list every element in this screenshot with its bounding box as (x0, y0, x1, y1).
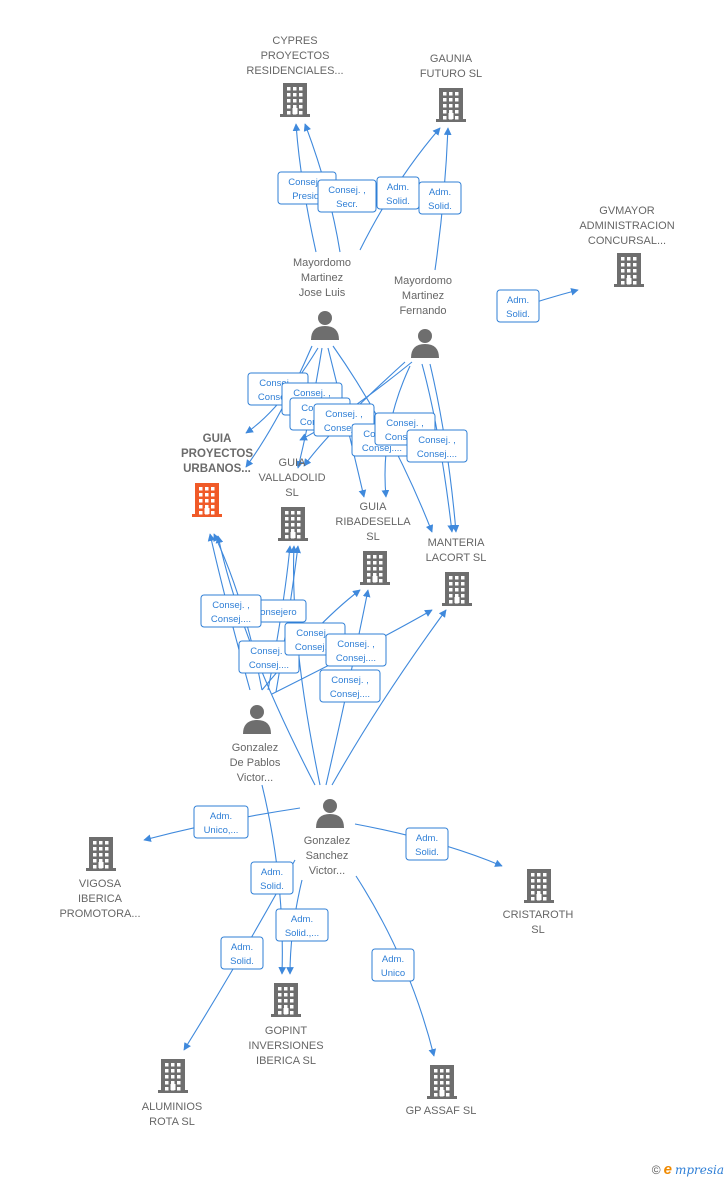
edge-role-label[interactable]: Adm.Solid. (250, 861, 294, 895)
person-icon (243, 705, 271, 734)
edge-role-text: Consej. ,Consej.... (385, 418, 425, 443)
building-icon (86, 837, 116, 871)
person-icon (411, 329, 439, 358)
edge-role-label[interactable]: Adm.Solid. (376, 176, 420, 210)
edge-role-text: Consej. ,Consej.... (336, 639, 376, 664)
building-icon (524, 869, 554, 903)
edge-role-text: Consej. ,Consej.... (417, 435, 457, 460)
building-icon (436, 88, 466, 122)
building-icon (427, 1065, 457, 1099)
copyright-symbol: © (651, 1162, 661, 1177)
building-icon (280, 83, 310, 117)
person-icon (311, 311, 339, 340)
edge-role-label[interactable]: Consej. ,Consej.... (406, 429, 468, 463)
edge-role-text: Consej. ,Consej.... (295, 628, 335, 653)
edge-role-text: Consej. ,Consej.... (211, 600, 251, 625)
edge-role-text: Adm.Solid. (386, 182, 410, 207)
edge-role-label[interactable]: Adm.Solid. (220, 936, 264, 970)
company-label-gpassaf[interactable]: GP ASSAF SL (406, 1105, 477, 1117)
person-icon (316, 799, 344, 828)
brand-name: mpresia (674, 1162, 724, 1177)
building-icon (614, 253, 644, 287)
edge-role-label[interactable]: Adm.Solid.,... (275, 908, 329, 942)
edge-role-text: Consej. ,Presid. (288, 177, 326, 202)
edge-role-label[interactable]: Adm.Unico (371, 948, 415, 982)
edge-role-text: Adm.Unico (381, 954, 405, 979)
relation-edge (245, 345, 313, 468)
building-icon (158, 1059, 188, 1093)
edge-role-label[interactable]: Adm.Solid. (496, 289, 540, 323)
relation-edge (331, 609, 447, 786)
edge-role-text: Adm.Solid. (230, 942, 254, 967)
edge-role-label[interactable]: Consej. ,Consej.... (238, 640, 300, 674)
edge-role-text: Consej. ,Consej.... (258, 378, 298, 403)
edge-role-text: Adm.Unico,... (204, 811, 239, 836)
edge-role-text: Adm.Solid. (415, 833, 439, 858)
edge-role-label[interactable]: Consej. ,Secr. (317, 179, 377, 213)
building-icon (360, 551, 390, 585)
building-icon (192, 483, 222, 517)
edge-role-text: Consej. ,Consej.... (330, 675, 370, 700)
edge-role-text: Adm.Solid. (260, 867, 284, 892)
brand-initial: e (663, 1161, 672, 1178)
building-icon (442, 572, 472, 606)
edge-role-text: Adm.Solid. (506, 295, 530, 320)
edge-role-text: Consejero (253, 607, 296, 618)
edge-role-label[interactable]: Consej. ,Consej.... (325, 633, 387, 667)
edge-role-label[interactable]: Consej. ,Consej.... (319, 669, 381, 703)
edge-role-text: Consej. ,Consej.... (249, 646, 289, 671)
building-icon (271, 983, 301, 1017)
edge-role-text: Adm.Solid. (428, 187, 452, 212)
edge-role-text: Consej. ,Consej.... (324, 409, 364, 434)
building-icon (278, 507, 308, 541)
edge-role-label[interactable]: Adm.Unico,... (193, 805, 249, 839)
edge-role-label[interactable]: Adm.Solid. (418, 181, 462, 215)
edge-role-label[interactable]: Consej. ,Consej.... (200, 594, 262, 628)
edge-role-text: Consej. ,Secr. (328, 185, 366, 210)
edge-role-text: Adm.Solid.,... (285, 914, 319, 939)
edge-role-label[interactable]: Adm.Solid. (405, 827, 449, 861)
